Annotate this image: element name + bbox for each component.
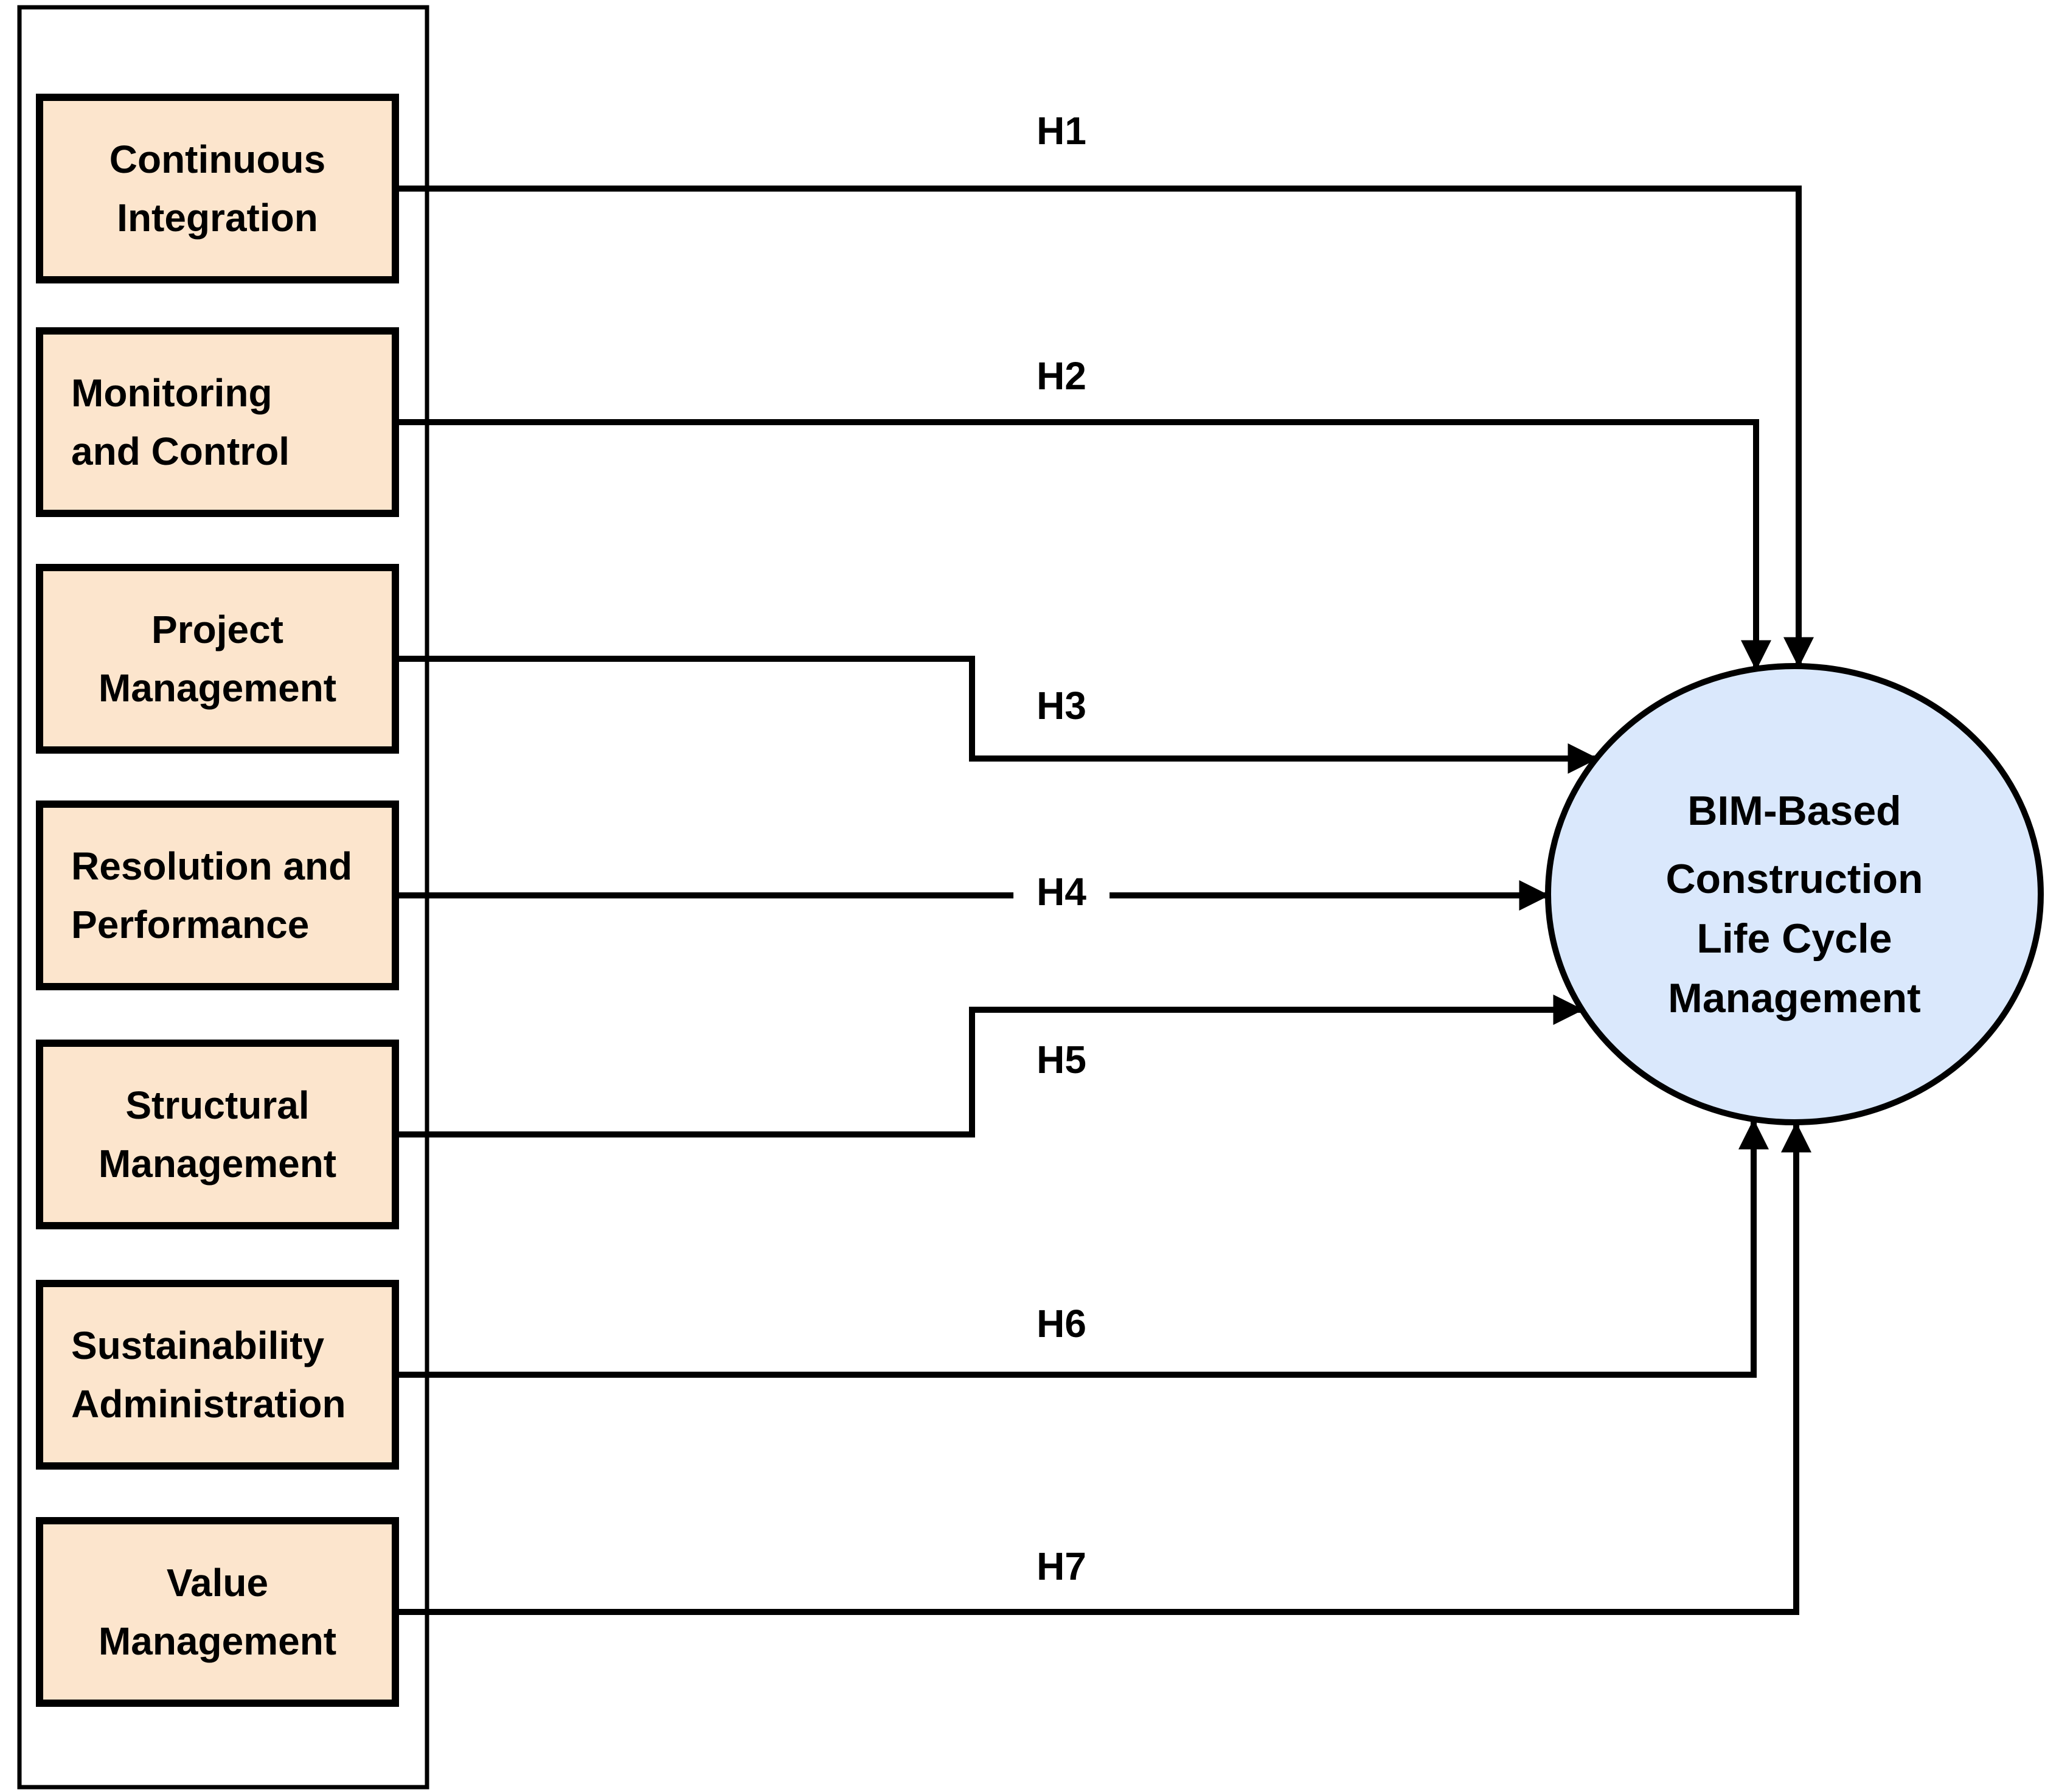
connector-label-h1: H1 (1013, 105, 1109, 157)
box-structural-management (36, 1040, 399, 1229)
box-label-line: Value (166, 1561, 269, 1605)
connector-h6 (395, 1119, 1769, 1378)
box-label-line: Project (151, 608, 283, 651)
box-label-line: Sustainability (71, 1324, 325, 1367)
box-label-line: Integration (117, 196, 318, 240)
box-label-line: Structural (125, 1083, 310, 1127)
box-resolution-and-performance (36, 800, 399, 990)
box-monitoring-and-control (36, 327, 399, 517)
connector-label-h2: H2 (1013, 350, 1109, 402)
connector-label-h4: H4 (1013, 866, 1109, 918)
connector-h1 (395, 186, 1814, 668)
connector-h2 (395, 419, 1771, 671)
box-label-line: Monitoring (71, 371, 273, 415)
box-label-line: Management (98, 666, 337, 710)
box-value-management (36, 1517, 399, 1707)
ellipse-text-line: BIM-Based (1687, 788, 1901, 834)
bim-ellipse-label: BIM-Based Construction Life Cycle Manage… (1548, 666, 2041, 1122)
ellipse-text-line: Management (1668, 975, 1921, 1021)
connector-h7 (395, 1122, 1811, 1615)
box-label-line: Continuous (109, 137, 326, 181)
connector-label-h6: H6 (1013, 1297, 1109, 1350)
ellipse-text-line: Life Cycle (1696, 915, 1892, 962)
connector-label-h3: H3 (1013, 679, 1109, 732)
box-label-line: Management (98, 1142, 337, 1186)
connector-label-h7: H7 (1013, 1540, 1109, 1592)
box-label-line: and Control (71, 429, 290, 473)
ellipse-text-line: Construction (1665, 856, 1923, 902)
box-label-line: Performance (71, 903, 310, 946)
bim-ellipse (1545, 663, 2044, 1125)
connector-h3 (395, 656, 1599, 774)
box-label-monitoring-and-control: Monitoring and Control (40, 331, 395, 513)
connector-label-h5: H5 (1013, 1033, 1109, 1086)
connector-h5 (395, 995, 1584, 1137)
box-continuous-integration (36, 94, 399, 283)
box-label-line: Administration (71, 1382, 346, 1426)
box-label-line: Resolution and (71, 844, 353, 888)
box-sustainability-administration (36, 1280, 399, 1470)
box-label-line: Management (98, 1619, 337, 1663)
